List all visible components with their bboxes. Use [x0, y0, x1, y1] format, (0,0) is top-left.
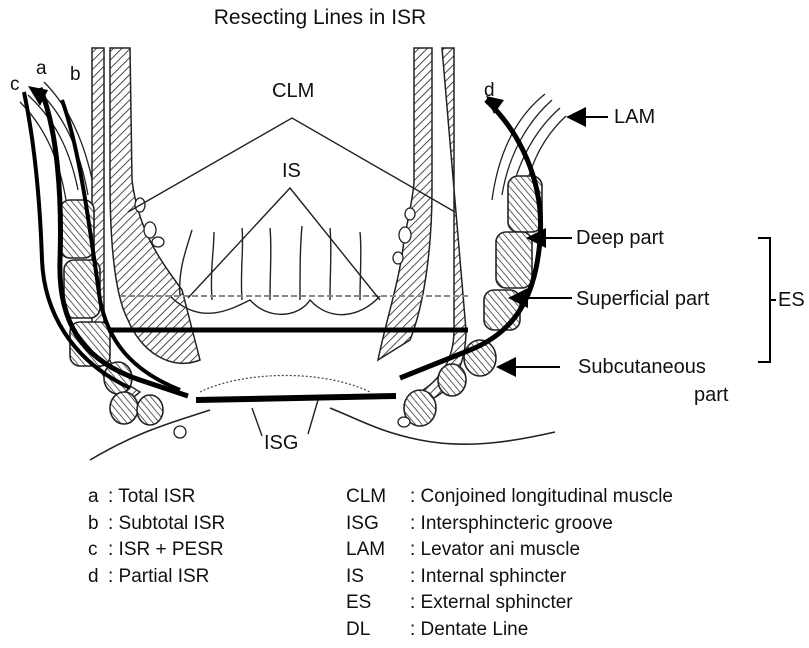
- legend-resection-types: a: Total ISR b: Subtotal ISR c: ISR + PE…: [88, 484, 225, 590]
- legend-abbreviations: CLM: Conjoined longitudinal muscle ISG: …: [346, 484, 673, 643]
- label-subcutaneous-part: part: [694, 384, 728, 406]
- left-internal-sphincter-wall: [110, 48, 200, 363]
- label-es: ES: [778, 289, 805, 311]
- line-letter-a: a: [36, 58, 47, 80]
- line-letter-c: c: [10, 74, 20, 96]
- legend-item: d: Partial ISR: [88, 564, 225, 591]
- legend-item: ES: External sphincter: [346, 590, 673, 617]
- legend-item: c: ISR + PESR: [88, 537, 225, 564]
- intersphincteric-hair-zone: [200, 375, 370, 392]
- legend-item: CLM: Conjoined longitudinal muscle: [346, 484, 673, 511]
- legend-item: ISG: Intersphincteric groove: [346, 511, 673, 538]
- legend-item: DL: Dentate Line: [346, 617, 673, 644]
- label-deep-part: Deep part: [576, 227, 664, 249]
- legend-item: b: Subtotal ISR: [88, 511, 225, 538]
- label-isg: ISG: [264, 432, 298, 454]
- legend-item: IS: Internal sphincter: [346, 564, 673, 591]
- label-is: IS: [282, 160, 301, 182]
- label-subcutaneous: Subcutaneous: [578, 356, 706, 378]
- isg-resection-line: [196, 396, 396, 400]
- line-letter-d: d: [484, 80, 495, 102]
- label-clm: CLM: [272, 80, 314, 102]
- line-letter-b: b: [70, 64, 81, 86]
- right-internal-sphincter-wall: [378, 48, 432, 360]
- label-lam: LAM: [614, 106, 655, 128]
- rectal-mucosa-columns: [170, 226, 380, 315]
- legend-item: a: Total ISR: [88, 484, 225, 511]
- es-bracket: [758, 238, 776, 362]
- legend-item: LAM: Levator ani muscle: [346, 537, 673, 564]
- label-superficial-part: Superficial part: [576, 288, 709, 310]
